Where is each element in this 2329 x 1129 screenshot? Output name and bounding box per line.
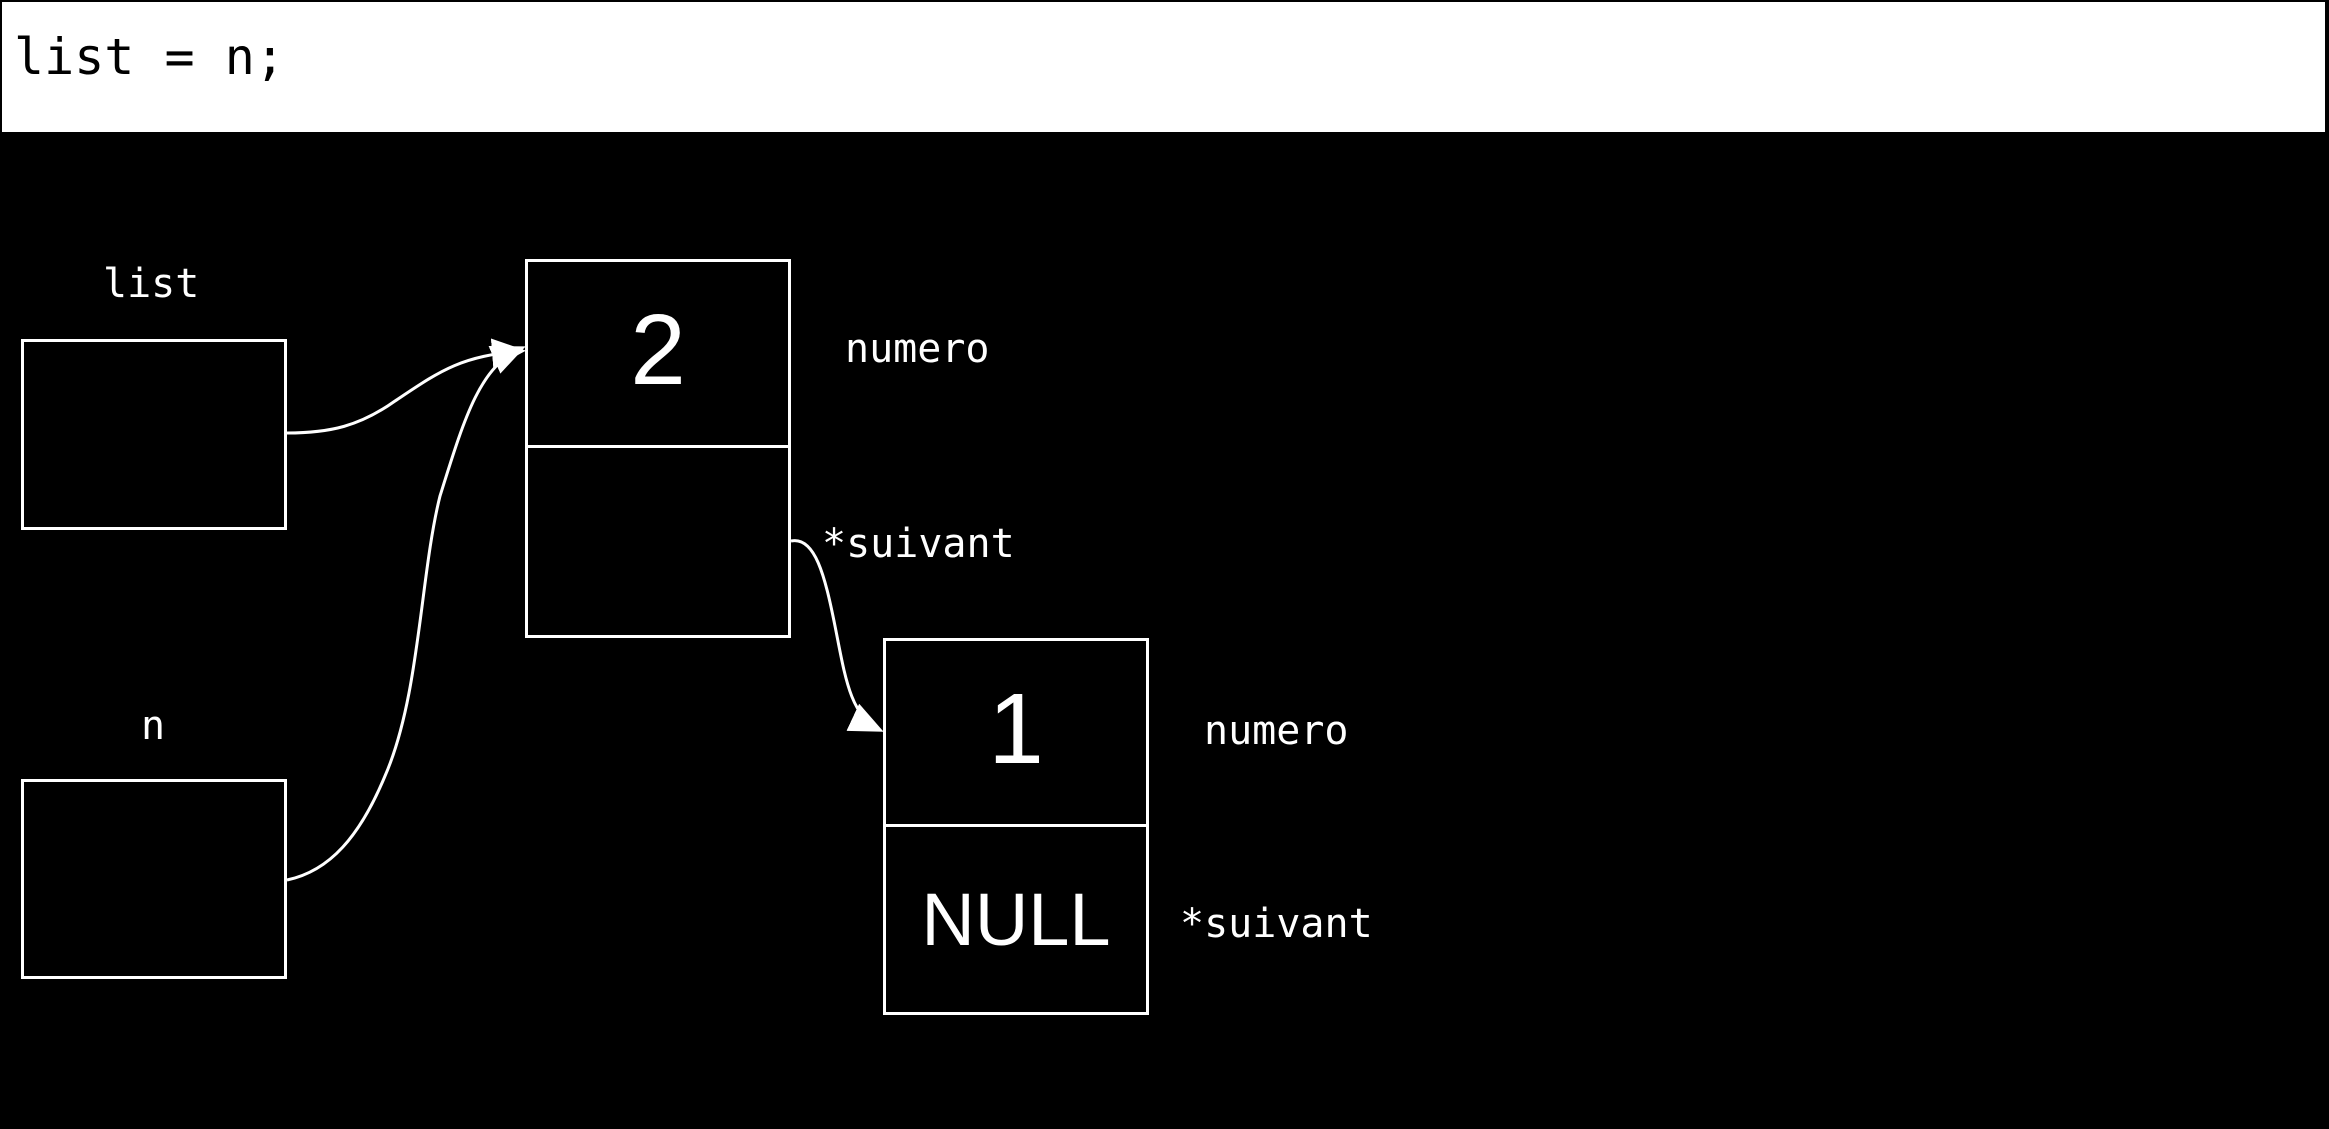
arrow-suivant-to-node-2 xyxy=(790,539,884,732)
variable-label-n: n xyxy=(141,703,166,749)
arrow-n-to-node-1 xyxy=(286,346,526,882)
code-line: list = n; xyxy=(14,28,285,86)
node-2-suivant-cell: NULL xyxy=(883,824,1149,1015)
node-2-suivant-label: *suivant xyxy=(1180,901,1373,947)
diagram-canvas: list n 2 numero *suivant 1 NULL numero *… xyxy=(0,136,2329,1129)
node-1-numero-cell: 2 xyxy=(525,259,791,448)
variable-box-n xyxy=(21,779,287,979)
node-1-suivant-label: *suivant xyxy=(822,521,1015,567)
node-2-numero-label: numero xyxy=(1204,708,1349,754)
arrows-layer xyxy=(286,338,884,882)
node-2-numero-value: 1 xyxy=(988,673,1044,785)
node-1-suivant-cell xyxy=(525,445,791,638)
arrow-list-to-node-1 xyxy=(286,338,526,435)
code-bar: list = n; xyxy=(0,0,2327,134)
node-1-numero-label: numero xyxy=(845,326,990,372)
node-2-suivant-value: NULL xyxy=(921,878,1111,961)
variable-box-list xyxy=(21,339,287,530)
node-1-numero-value: 2 xyxy=(630,294,686,406)
variable-label-list: list xyxy=(103,261,200,307)
